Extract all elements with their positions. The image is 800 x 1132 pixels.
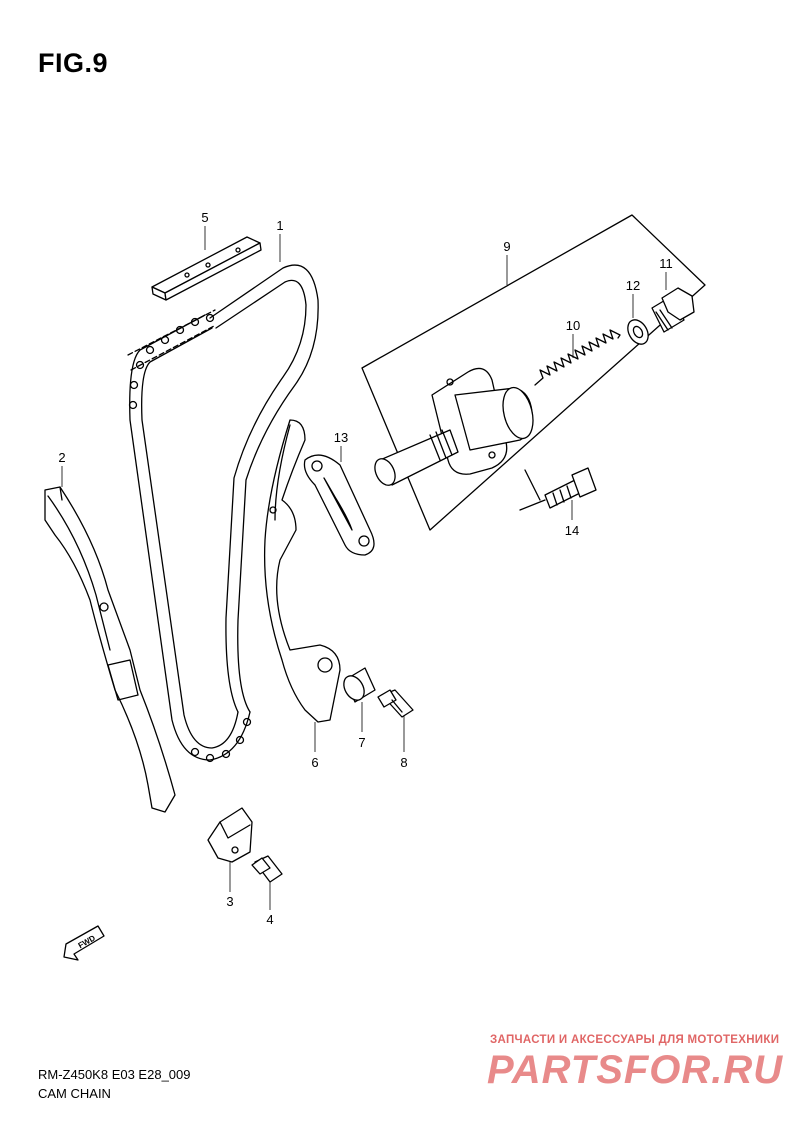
label-part-4: 4 bbox=[266, 912, 273, 927]
label-part-8: 8 bbox=[400, 755, 407, 770]
diagram-code: RM-Z450K8 E03 E28_009 bbox=[38, 1067, 191, 1082]
watermark-tagline: ЗАПЧАСТИ И АКСЕССУАРЫ ДЛЯ МОТОТЕХНИКИ bbox=[490, 1034, 780, 1046]
part-2-chain-guide[interactable] bbox=[44, 486, 176, 813]
part-10-spring[interactable] bbox=[534, 329, 621, 386]
label-part-9: 9 bbox=[503, 239, 510, 254]
part-1-cam-chain[interactable] bbox=[127, 264, 319, 763]
label-part-11: 11 bbox=[659, 256, 673, 271]
fwd-arrow-icon: FWD bbox=[63, 925, 105, 961]
label-part-13: 13 bbox=[334, 430, 348, 445]
part-4-bolt[interactable] bbox=[251, 855, 283, 883]
part-14-bolt[interactable] bbox=[544, 467, 597, 509]
label-part-5: 5 bbox=[201, 210, 208, 225]
watermark-brand: PARTSFOR.RU bbox=[487, 1048, 784, 1092]
figure-title: FIG.9 bbox=[38, 48, 109, 78]
part-number-labels: 5 1 2 9 10 12 11 13 14 6 7 8 3 4 bbox=[58, 210, 672, 927]
part-5-guide-plate[interactable] bbox=[151, 236, 262, 301]
label-part-3: 3 bbox=[226, 894, 233, 909]
part-11-plug-bolt[interactable] bbox=[651, 287, 695, 333]
label-part-6: 6 bbox=[311, 755, 318, 770]
label-part-7: 7 bbox=[358, 735, 365, 750]
part-9-tensioner-assembly[interactable] bbox=[361, 214, 706, 531]
part-7-bushing[interactable] bbox=[340, 667, 376, 704]
label-part-12: 12 bbox=[626, 278, 640, 293]
leader-lines bbox=[61, 226, 667, 910]
part-6-tensioner-arm[interactable] bbox=[263, 419, 341, 723]
label-part-10: 10 bbox=[566, 318, 580, 333]
part-8-bolt[interactable] bbox=[377, 689, 414, 718]
part-13-gasket[interactable] bbox=[303, 454, 375, 556]
label-part-14: 14 bbox=[565, 523, 579, 538]
label-part-2: 2 bbox=[58, 450, 65, 465]
part-3-bracket[interactable] bbox=[207, 807, 253, 863]
label-part-1: 1 bbox=[276, 218, 283, 233]
diagram-name: CAM CHAIN bbox=[38, 1086, 111, 1101]
part-12-washer[interactable] bbox=[624, 316, 653, 348]
